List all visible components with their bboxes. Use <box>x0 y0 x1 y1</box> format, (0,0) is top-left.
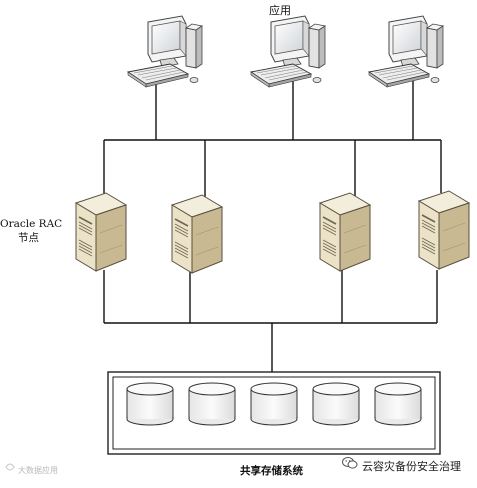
application-label: 应用 <box>269 4 291 17</box>
rac-node-label: Oracle RAC 节点 <box>0 217 62 245</box>
desktop-computer-icon <box>250 15 326 88</box>
disk-cylinder-icon <box>126 382 174 426</box>
rac-node-3 <box>319 192 371 272</box>
client-computer-2 <box>250 15 326 88</box>
shared-storage-array <box>107 371 441 455</box>
rac-node-4 <box>418 190 470 270</box>
corner-watermark-mark <box>5 463 15 471</box>
rac-node-2 <box>171 194 223 274</box>
desktop-computer-icon <box>368 15 444 88</box>
client-computer-3 <box>368 15 444 88</box>
tower-server-icon <box>418 190 470 270</box>
tower-server-icon <box>319 192 371 272</box>
disk-cylinder-icon <box>312 382 360 426</box>
shared-storage-label: 共享存储系统 <box>240 465 303 477</box>
disk-cylinder-icon <box>188 382 236 426</box>
rac-node-label-line1: Oracle RAC <box>0 218 63 230</box>
corner-watermark: 大数据应用 <box>18 466 58 475</box>
storage-bus <box>103 270 438 372</box>
client-bus <box>103 80 442 200</box>
disk-cylinder-icon <box>374 382 422 426</box>
brand-watermark: 云容灾备份安全治理 <box>362 460 461 473</box>
client-computer-1 <box>127 15 203 88</box>
tower-server-icon <box>75 192 127 272</box>
storage-enclosure-inner <box>112 376 436 450</box>
desktop-computer-icon <box>127 15 203 88</box>
rac-node-1 <box>75 192 127 272</box>
rac-node-label-line2: 节点 <box>18 232 39 244</box>
tower-server-icon <box>171 194 223 274</box>
wechat-icon <box>342 457 358 469</box>
disk-cylinder-icon <box>250 382 298 426</box>
